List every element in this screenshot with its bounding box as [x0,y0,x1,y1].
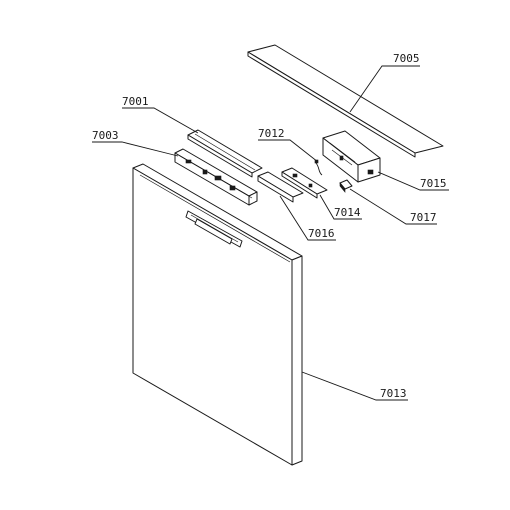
module-housing [322,130,381,183]
clip [281,167,328,199]
label-7014: 7014 [334,206,361,219]
leader-7001 [122,107,199,134]
label-7005: 7005 [393,52,420,65]
leader-7003 [92,141,179,157]
leader-7012 [258,139,319,163]
label-7003: 7003 [92,129,119,142]
small-part [339,179,353,193]
leader-7005 [349,65,420,113]
leader-7013 [301,371,408,401]
label-7016: 7016 [308,227,335,240]
labels: 7005 7001 7003 7012 7015 7014 7017 7016 … [92,52,447,400]
leader-7014 [319,194,362,220]
label-7015: 7015 [420,177,447,190]
button-cover [257,171,304,203]
leader-lines [92,65,449,401]
electronic-module [174,148,258,206]
label-7012: 7012 [258,127,285,140]
leader-7016 [279,195,336,241]
control-panel [187,129,263,178]
decor-strip [247,44,444,158]
cable [314,159,323,176]
label-7017: 7017 [410,211,437,224]
label-7001: 7001 [122,95,149,108]
leader-7017 [349,188,437,225]
door-panel [132,163,303,466]
leader-7015 [377,171,449,191]
label-7013: 7013 [380,387,407,400]
